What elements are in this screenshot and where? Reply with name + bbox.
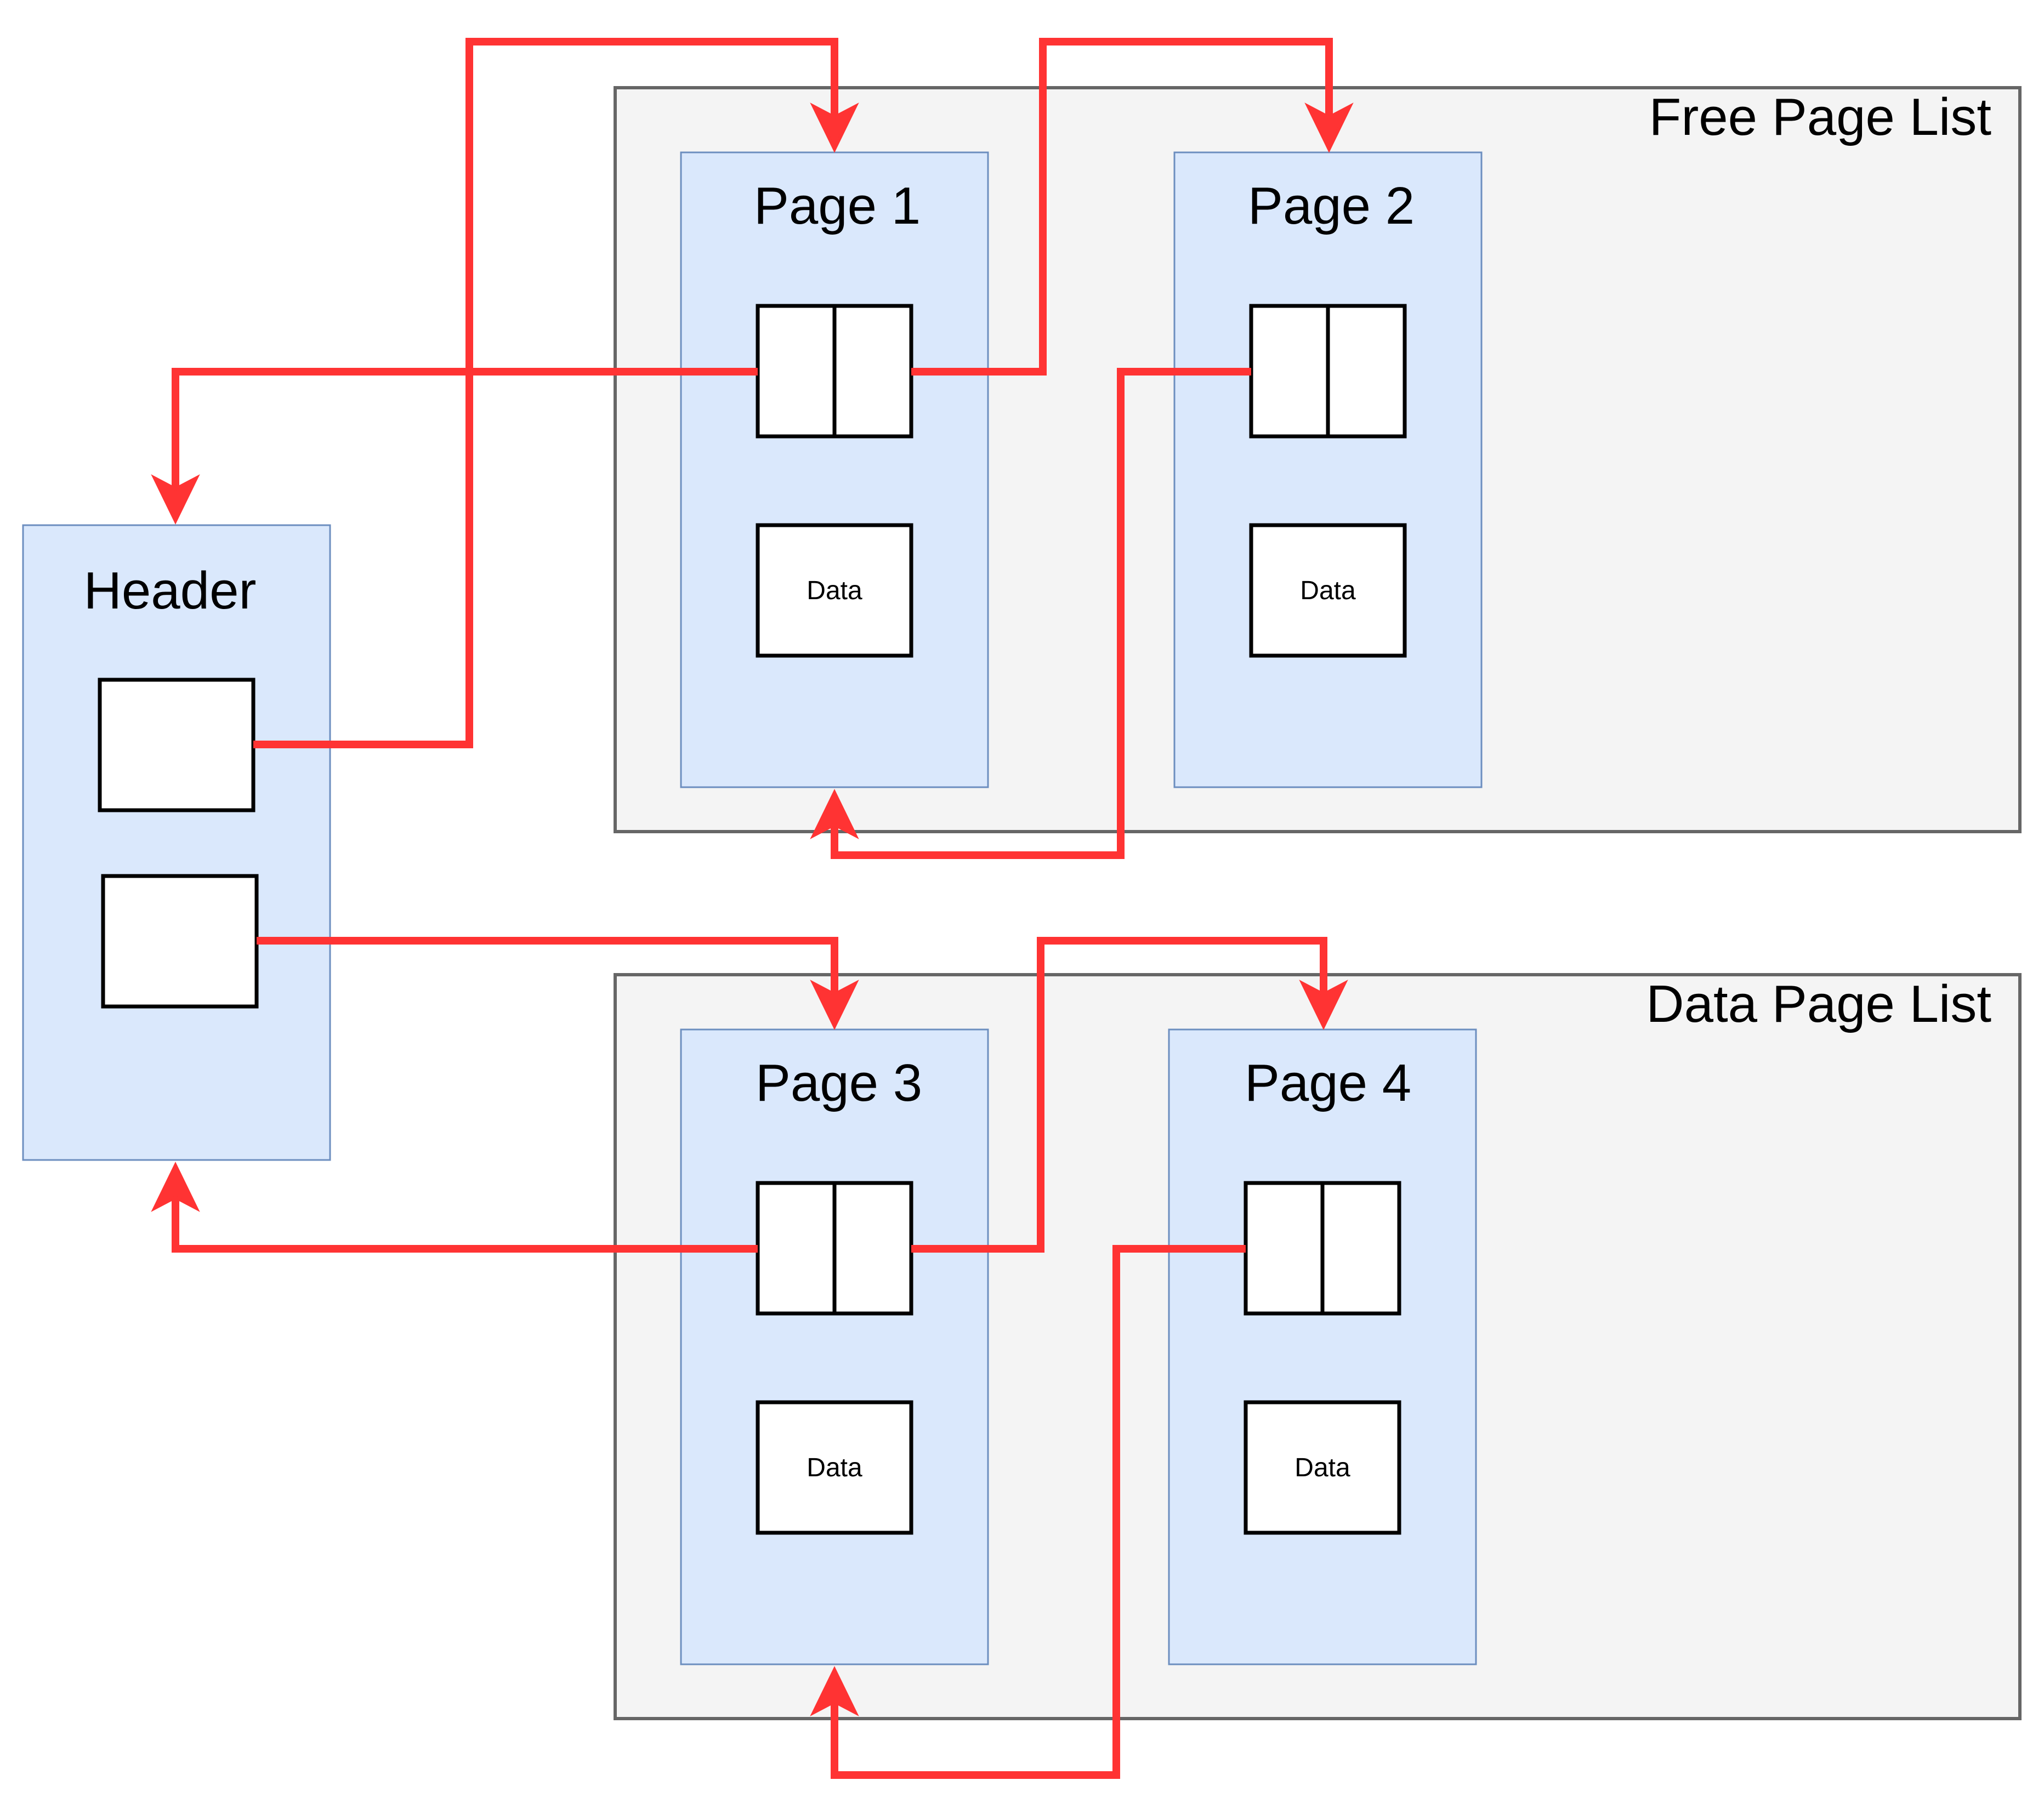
page-2-title: Page 2 [1248, 177, 1415, 235]
page-3-title: Page 3 [756, 1054, 922, 1112]
header-container [22, 524, 331, 1161]
arrowhead-down [810, 103, 859, 153]
page-4-next-pointer-cell [1320, 1181, 1401, 1316]
page-3-container [680, 1028, 989, 1665]
page-4-data-label: Data [1294, 1453, 1350, 1482]
arrow-page-1-to-header [151, 368, 758, 525]
page-2-data-label: Data [1300, 576, 1356, 605]
page-3-next-pointer-cell [832, 1181, 913, 1316]
arrow-page-1-to-page-2 [911, 38, 1354, 376]
arrow-page-4-to-page-3 [810, 1245, 1246, 1779]
arrow-page-2-to-page-1 [810, 368, 1251, 859]
arrow-page-3-to-page-4 [911, 937, 1348, 1253]
arrowhead-down [1304, 103, 1354, 153]
page-1-block: Page 1 Data [680, 151, 989, 788]
page-2-prev-pointer-cell [1249, 304, 1330, 439]
arrowhead-up [810, 1666, 859, 1716]
page-3-block: Page 3 Data [680, 1028, 989, 1665]
page-2-container [1173, 151, 1483, 788]
arrow-header-to-page-3 [257, 937, 859, 1030]
page-3-data-label: Data [807, 1453, 862, 1482]
data-page-list-title: Data Page List [1646, 975, 1991, 1033]
page-4-title: Page 4 [1245, 1054, 1411, 1112]
page-1-data-cell [756, 523, 913, 658]
page-3-prev-pointer-cell [756, 1181, 837, 1316]
page-1-next-pointer-cell [832, 304, 913, 439]
header-title: Header [84, 561, 257, 620]
header-free-list-pointer-cell [98, 678, 256, 812]
free-page-list-title: Free Page List [1649, 88, 1991, 146]
page-1-title: Page 1 [754, 177, 921, 235]
page-4-data-cell [1244, 1400, 1401, 1535]
pointer-arrows [151, 38, 1354, 1779]
page-2-block: Page 2 Data [1173, 151, 1483, 788]
page-1-data-label: Data [807, 576, 862, 605]
arrowhead-down [810, 980, 859, 1030]
page-4-block: Page 4 Data [1168, 1028, 1477, 1665]
page-2-next-pointer-cell [1326, 304, 1407, 439]
arrow-header-to-page-1 [253, 38, 859, 748]
page-4-prev-pointer-cell [1244, 1181, 1325, 1316]
arrowhead-down [151, 474, 200, 525]
page-3-data-cell [756, 1400, 913, 1535]
arrow-page-3-to-header [151, 1162, 758, 1253]
page-1-prev-pointer-cell [756, 304, 837, 439]
arrowhead-up [151, 1162, 200, 1212]
header-data-list-pointer-cell [101, 874, 259, 1009]
page-2-data-cell [1249, 523, 1407, 658]
header-block: Header [22, 524, 331, 1161]
page-4-container [1168, 1028, 1477, 1665]
page-1-container [680, 151, 989, 788]
arrowhead-up [810, 789, 859, 839]
arrowhead-down [1299, 980, 1348, 1030]
